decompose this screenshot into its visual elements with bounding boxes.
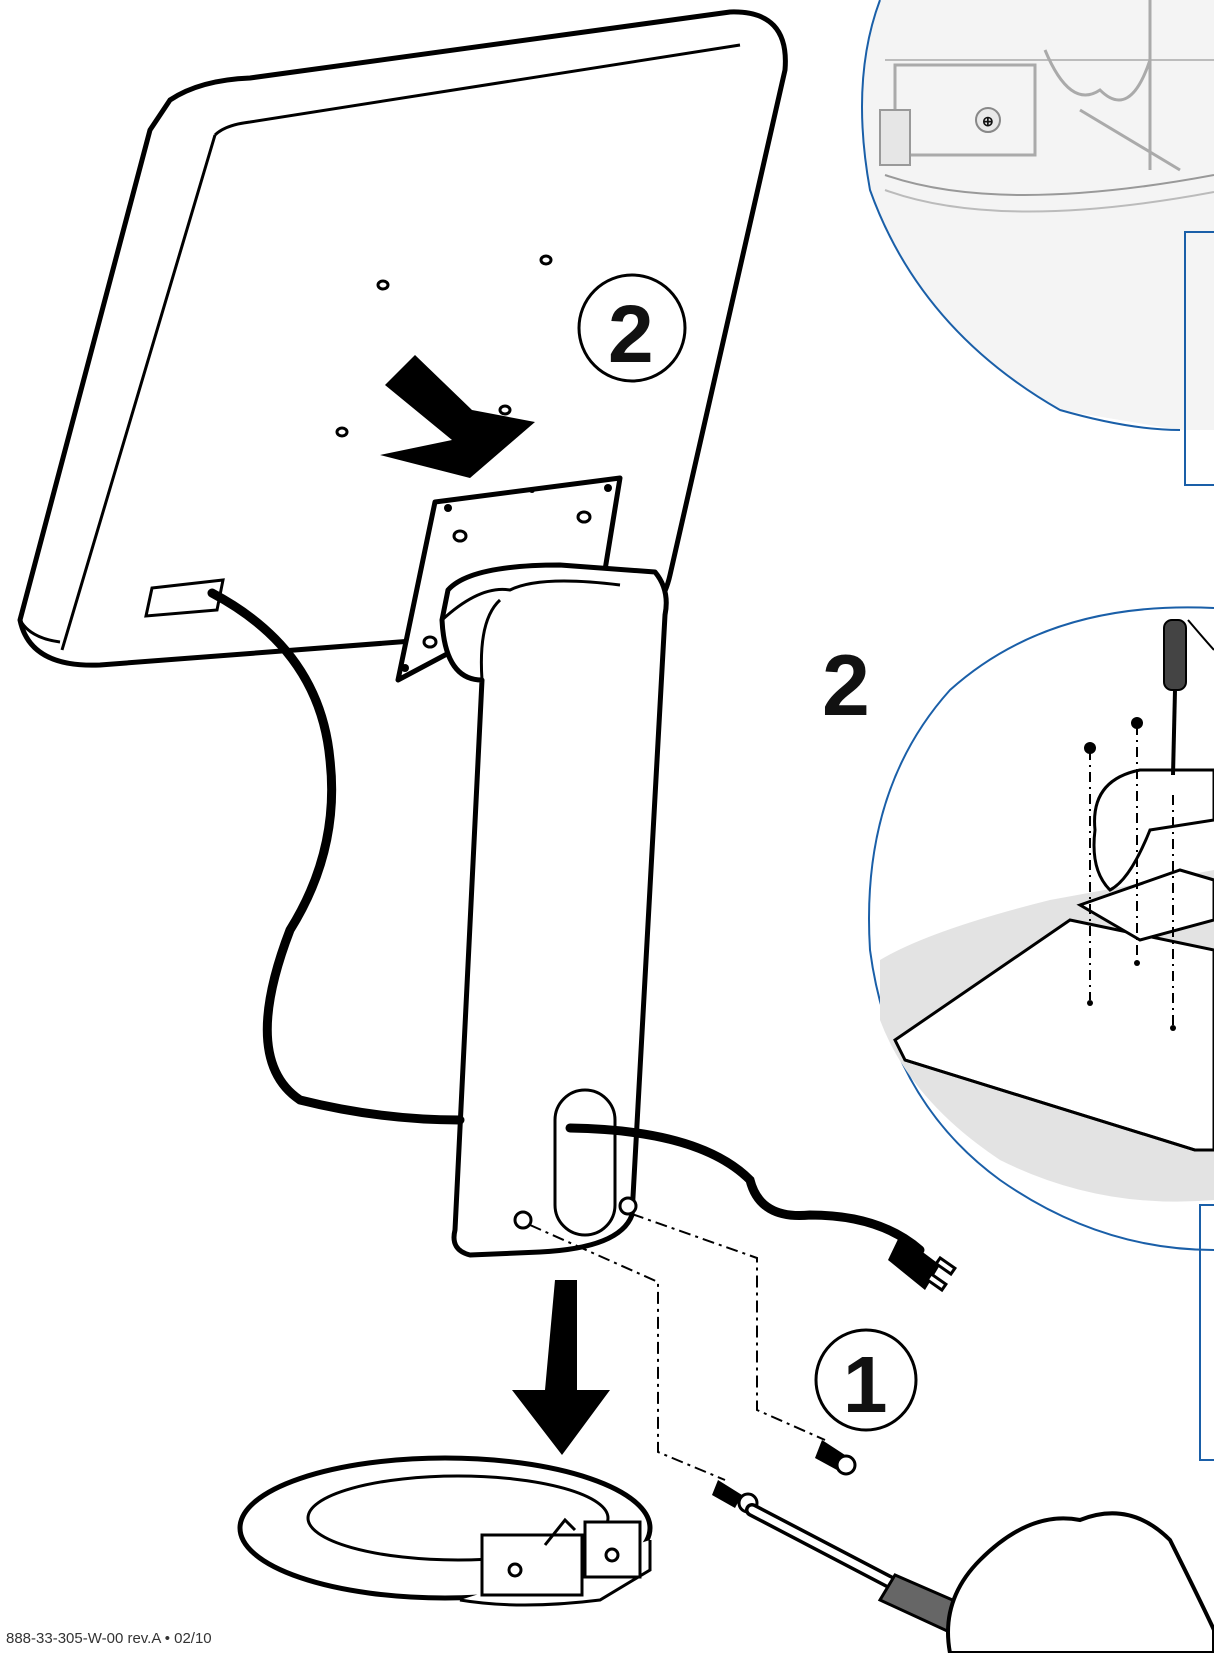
detail-circle-bottom <box>868 606 1214 1461</box>
down-arrow-icon <box>380 355 535 478</box>
screw-guide-lines <box>529 1213 826 1481</box>
step-2-label: 2 <box>608 289 654 380</box>
monitor-cable <box>207 588 465 1125</box>
screwdriver-icon <box>1163 619 1214 776</box>
stand-column <box>395 475 669 1258</box>
hand-icon <box>946 1511 1214 1653</box>
step-2-callout: 2 <box>577 273 687 383</box>
svg-text:⊕: ⊕ <box>982 113 994 129</box>
screw-icon <box>1084 742 1096 754</box>
screw-icon <box>1131 717 1143 729</box>
screw-icon <box>815 1440 857 1476</box>
base-latch <box>480 1517 642 1597</box>
detail-circle-top: ⊕ <box>861 0 1214 486</box>
step-1-callout: 1 <box>814 1328 918 1432</box>
screw-detail-icon <box>975 107 1001 133</box>
side-step-number: 2 <box>822 638 870 734</box>
power-cord <box>565 1123 925 1255</box>
stand-base <box>237 1455 653 1607</box>
down-arrow-icon <box>512 1280 610 1455</box>
document-code: 888-33-305-W-00 rev.A • 02/10 <box>6 1630 212 1647</box>
plug-icon <box>888 1235 958 1293</box>
step-1-label: 1 <box>843 1340 888 1429</box>
